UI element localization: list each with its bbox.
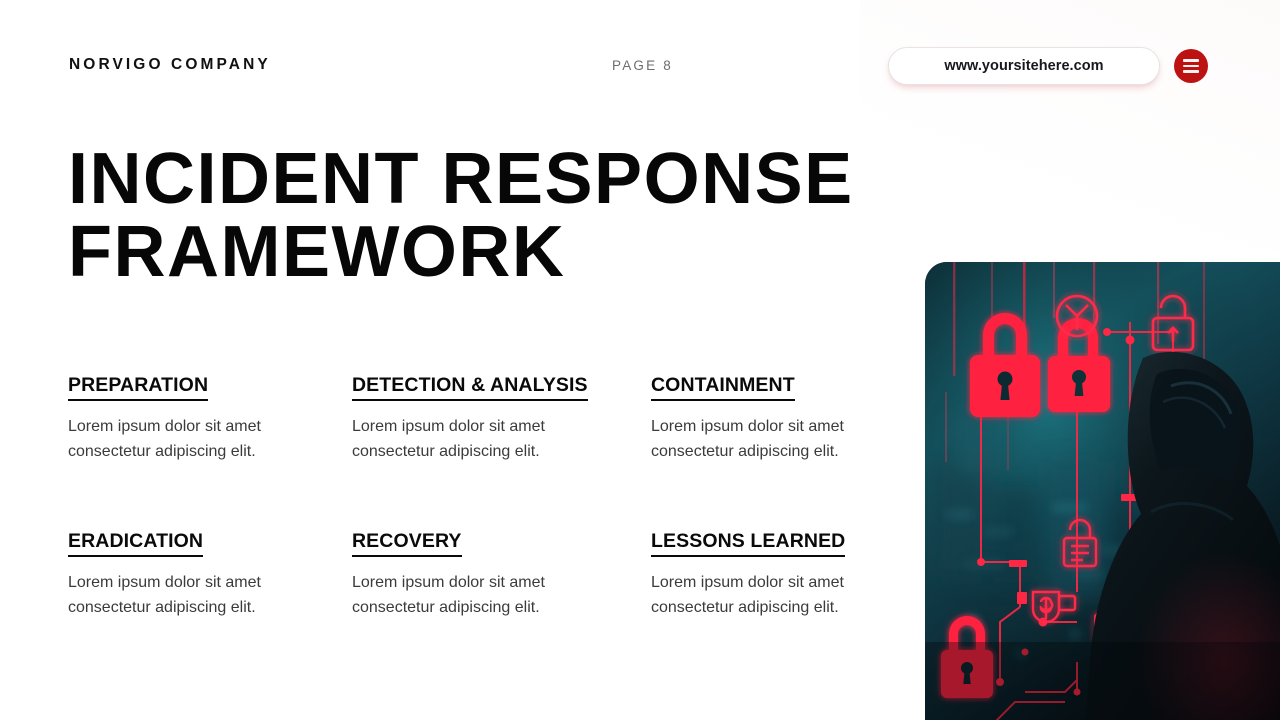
step-item-lessons-learned: LESSONS LEARNED Lorem ipsum dolor sit am… [651, 530, 941, 620]
step-body-text: Lorem ipsum dolor sit amet consectetur a… [651, 574, 844, 616]
page-title: INCIDENT RESPONSE FRAMEWORK [68, 143, 908, 289]
hamburger-bar-top [1183, 59, 1199, 62]
website-url-text: www.yoursitehere.com [944, 58, 1104, 74]
slide-header: NORVIGO COMPANY PAGE 8 www.yoursitehere.… [0, 0, 1280, 110]
padlock-icon [970, 313, 1040, 417]
step-item-preparation: PREPARATION Lorem ipsum dolor sit amet c… [68, 374, 358, 464]
website-url-pill[interactable]: www.yoursitehere.com [888, 47, 1160, 85]
step-heading: CONTAINMENT [651, 374, 795, 401]
step-item-detection-analysis: DETECTION & ANALYSIS Lorem ipsum dolor s… [352, 374, 642, 464]
calendar-lock-icon [1062, 518, 1098, 568]
step-heading: RECOVERY [352, 530, 462, 557]
step-body-text: Lorem ipsum dolor sit amet consectetur a… [68, 574, 261, 616]
padlock-icon [1048, 318, 1110, 412]
step-body-text: Lorem ipsum dolor sit amet consectetur a… [651, 418, 844, 460]
padlock-upload-icon [1151, 294, 1195, 352]
hamburger-bar-middle [1183, 64, 1199, 68]
step-heading: LESSONS LEARNED [651, 530, 846, 557]
step-body-text: Lorem ipsum dolor sit amet consectetur a… [352, 418, 545, 460]
clock-icon [1055, 294, 1099, 338]
steps-row-2: ERADICATION Lorem ipsum dolor sit amet c… [68, 530, 888, 686]
step-heading: ERADICATION [68, 530, 204, 557]
step-body-text: Lorem ipsum dolor sit amet consectetur a… [352, 574, 545, 616]
cybersecurity-hero-image [925, 262, 1280, 720]
step-item-containment: CONTAINMENT Lorem ipsum dolor sit amet c… [651, 374, 941, 464]
padlock-icon [941, 616, 993, 698]
hamburger-menu-icon[interactable] [1174, 49, 1208, 83]
framework-steps-grid: PREPARATION Lorem ipsum dolor sit amet c… [68, 374, 888, 686]
page-title-line-1: INCIDENT RESPONSE [68, 139, 854, 219]
page-title-line-2: FRAMEWORK [68, 212, 566, 292]
step-item-eradication: ERADICATION Lorem ipsum dolor sit amet c… [68, 530, 358, 620]
hamburger-bar-bottom [1183, 70, 1199, 73]
dollar-security-icon [1031, 590, 1077, 624]
hero-image-illustration [925, 262, 1280, 720]
page-number-label: PAGE 8 [612, 58, 673, 73]
company-brand-label: NORVIGO COMPANY [69, 56, 271, 73]
step-heading: PREPARATION [68, 374, 209, 401]
step-body-text: Lorem ipsum dolor sit amet consectetur a… [68, 418, 261, 460]
step-item-recovery: RECOVERY Lorem ipsum dolor sit amet cons… [352, 530, 642, 620]
steps-row-1: PREPARATION Lorem ipsum dolor sit amet c… [68, 374, 888, 530]
step-heading: DETECTION & ANALYSIS [352, 374, 588, 401]
